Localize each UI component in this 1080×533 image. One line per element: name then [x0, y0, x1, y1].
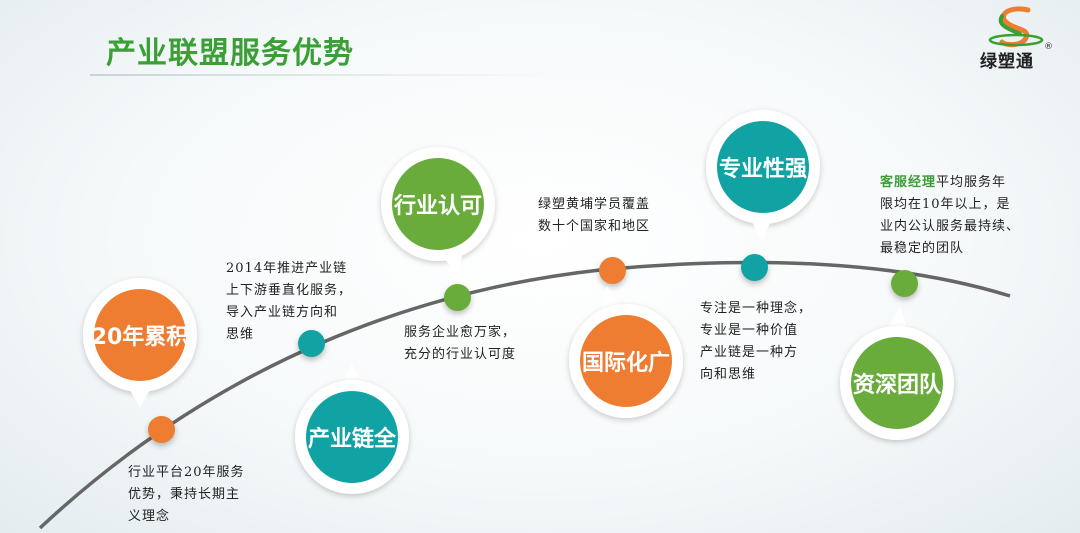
timeline-node-4: [599, 257, 626, 284]
desc-line: 导入产业链方向和: [226, 305, 339, 320]
bubble-professional: 专业性强: [704, 108, 822, 242]
logo-s-icon: [988, 6, 1044, 48]
desc-line: 数十个国家和地区: [538, 219, 651, 234]
bubble-industry-recognition: 行业认可: [379, 145, 497, 275]
logo-text: 绿塑通: [980, 52, 1034, 72]
desc-line: 行业平台20年服务: [128, 465, 245, 480]
desc-line: 充分的行业认可度: [404, 347, 517, 362]
timeline-node-6: [891, 270, 918, 297]
bubble-international: 国际化广: [567, 286, 685, 420]
bubble-label: 资深团队: [852, 373, 941, 398]
desc-line: 服务企业愈万家，: [404, 325, 517, 340]
timeline-node-3: [444, 284, 471, 311]
desc-professional: 专注是一种理念， 专业是一种价值 产业链是一种方 向和思维: [700, 298, 812, 386]
desc-line: 专业是一种价值: [700, 323, 799, 338]
timeline-node-2: [298, 330, 325, 357]
desc-senior-team: 客服经理平均服务年 限均在10年以上，是 业内公认服务最持续、 最稳定的团队: [880, 172, 1020, 260]
bubble-label: 国际化广: [581, 351, 670, 376]
desc-line: 专注是一种理念，: [700, 301, 813, 316]
desc-line: 优势，秉持长期主: [128, 487, 241, 502]
desc-highlight: 客服经理: [880, 175, 937, 190]
desc-line: 限均在10年以上，是: [880, 197, 1011, 212]
bubble-full-chain: 产业链全: [293, 364, 411, 496]
bubble-label: 产业链全: [307, 427, 396, 452]
desc-international: 绿塑黄埔学员覆盖 数十个国家和地区: [538, 194, 650, 238]
desc-line: 思维: [226, 327, 255, 342]
bubble-20-years: 20年累积: [81, 276, 199, 408]
timeline-node-5: [741, 254, 768, 281]
desc-line: 向和思维: [700, 367, 757, 382]
bubble-label: 行业认可: [393, 194, 482, 219]
bubble-label: 专业性强: [718, 157, 807, 182]
page-title: 产业联盟服务优势: [106, 36, 354, 71]
desc-industry-recognition: 服务企业愈万家， 充分的行业认可度: [404, 322, 516, 366]
bubble-label: 20年累积: [91, 325, 189, 350]
desc-line: 产业链是一种方: [700, 345, 799, 360]
desc-line: 业内公认服务最持续、: [880, 219, 1021, 234]
title-underline: [90, 74, 550, 76]
desc-line: 最稳定的团队: [880, 241, 965, 256]
desc-full-chain: 2014年推进产业链 上下游垂直化服务， 导入产业链方向和 思维: [226, 258, 352, 346]
desc-line: 绿塑黄埔学员覆盖: [538, 197, 651, 212]
bubble-senior-team: 资深团队: [838, 306, 956, 442]
logo-registered-mark: ®: [1044, 42, 1053, 52]
timeline-node-1: [148, 416, 175, 443]
desc-line: 义理念: [128, 509, 171, 524]
desc-20-years: 行业平台20年服务 优势，秉持长期主 义理念: [128, 462, 245, 528]
desc-line: 平均服务年: [936, 175, 1007, 190]
desc-line: 2014年推进产业链: [226, 261, 348, 276]
desc-line: 上下游垂直化服务，: [226, 283, 353, 298]
